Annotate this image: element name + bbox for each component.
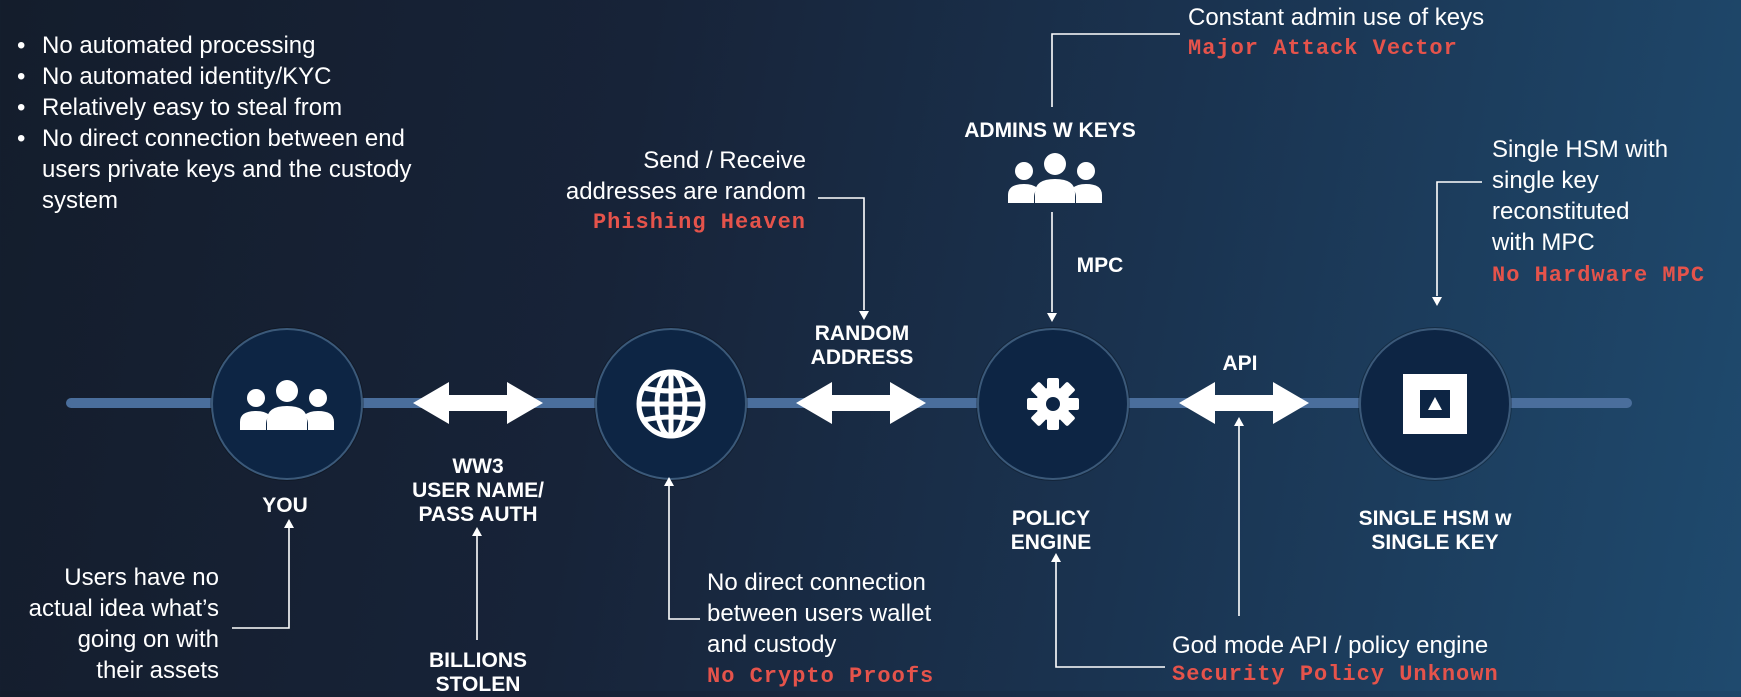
users-note-leader [232, 528, 290, 629]
send-receive-text: Send / Receive addresses are random [480, 145, 806, 207]
admin-use-text: Constant admin use of keys [1188, 4, 1485, 31]
bullet-item: No automated processing [17, 30, 457, 61]
hsm-label: SINGLE HSM w SINGLE KEY [1340, 507, 1530, 555]
arrowhead [284, 519, 294, 528]
admin-use-leader [1051, 33, 1180, 107]
globe-icon [636, 369, 706, 439]
hsm-note-line1: Single HSM with [1492, 136, 1669, 163]
random-address-line1: RANDOM [814, 322, 910, 345]
no-connection-line1: No direct connection [707, 569, 926, 596]
mpc-label: MPC [1076, 254, 1124, 277]
users-note-line4: their assets [96, 657, 219, 684]
arrowhead [664, 477, 674, 486]
hsm-label-line1: SINGLE HSM w [1358, 507, 1512, 530]
send-receive-line2: addresses are random [565, 178, 806, 205]
auth-label: WW3 USER NAME/ PASS AUTH [398, 455, 558, 527]
send-receive-line1: Send / Receive [643, 147, 806, 174]
auth-label-line2: USER NAME/ [412, 479, 544, 502]
send-receive-warning: Phishing Heaven [592, 210, 806, 235]
arrowhead [859, 311, 869, 320]
api-double-arrow [1179, 382, 1309, 424]
hsm-note-line4: with MPC [1492, 229, 1595, 256]
users-icon [240, 380, 334, 430]
bullet-item: No direct connection between end users p… [17, 123, 457, 216]
gear-icon [1027, 378, 1079, 430]
arrowhead [1234, 417, 1244, 426]
god-mode-text: God mode API / policy engine [1172, 632, 1489, 659]
users-note-line1: Users have no [64, 564, 219, 591]
api-label: API [1222, 352, 1258, 375]
random-address-label: RANDOM ADDRESS [792, 322, 932, 370]
auth-double-arrow [413, 382, 543, 424]
bullet-item: Relatively easy to steal from [17, 92, 457, 123]
hsm-icon [1403, 374, 1467, 434]
web-node [595, 328, 747, 480]
arrowhead [1432, 297, 1442, 306]
hsm-note-line2: single key [1492, 167, 1599, 194]
no-connection-line3: and custody [707, 631, 837, 658]
billions-stolen-line1: BILLIONS [429, 649, 527, 672]
arrowhead [1047, 313, 1057, 322]
god-mode-leader [1055, 562, 1165, 668]
hsm-note-line3: reconstituted [1492, 198, 1630, 225]
arrowhead [1051, 553, 1061, 562]
billions-stolen-label: BILLIONS STOLEN [398, 649, 558, 697]
no-connection-leader [668, 486, 700, 620]
hsm-label-line2: SINGLE KEY [1371, 531, 1499, 554]
billions-stolen-line2: STOLEN [435, 673, 521, 696]
policy-engine-label-line2: ENGINE [1010, 531, 1092, 554]
send-receive-leader [818, 197, 865, 310]
random-address-double-arrow [796, 382, 926, 424]
auth-label-line3: PASS AUTH [418, 503, 538, 526]
admins-label: ADMINS W KEYS [964, 119, 1136, 142]
users-note-line3: going on with [77, 626, 219, 653]
users-note-text: Users have no actual idea what’s going o… [0, 562, 219, 686]
policy-engine-node [977, 328, 1129, 480]
bullet-item: No automated identity/KYC [17, 61, 457, 92]
admins-icon [1008, 153, 1102, 203]
users-note-line2: actual idea what’s [28, 595, 219, 622]
hsm-note-leader [1436, 181, 1482, 296]
hsm-note-warning: No Hardware MPC [1492, 263, 1706, 288]
policy-engine-label: POLICY ENGINE [981, 507, 1121, 555]
you-label: YOU [262, 494, 308, 517]
top-left-bullet-list: No automated processing No automated ide… [17, 30, 457, 216]
auth-label-line1: WW3 [452, 455, 504, 478]
no-connection-warning: No Crypto Proofs [707, 664, 935, 689]
admin-use-warning: Major Attack Vector [1188, 36, 1458, 61]
policy-engine-label-line1: POLICY [1011, 507, 1091, 530]
no-connection-text: No direct connection between users walle… [707, 567, 987, 660]
no-connection-line2: between users wallet [707, 600, 932, 627]
random-address-line2: ADDRESS [810, 346, 914, 369]
arrowhead [472, 527, 482, 536]
hsm-note-text: Single HSM with single key reconstituted… [1492, 134, 1732, 258]
god-mode-warning: Security Policy Unknown [1172, 662, 1499, 687]
you-node [211, 328, 363, 480]
hsm-node [1359, 328, 1511, 480]
